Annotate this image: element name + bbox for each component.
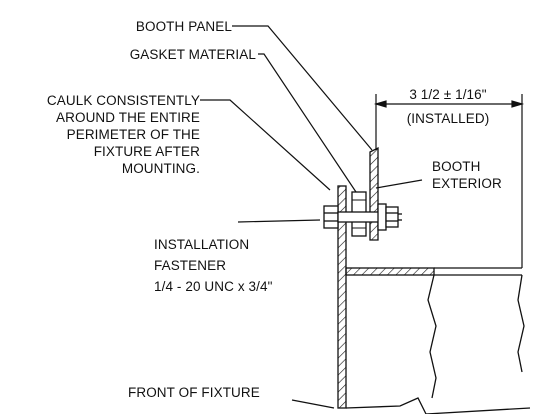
booth-exterior-line-2: EXTERIOR (432, 176, 502, 191)
dimension-markers (373, 94, 525, 268)
booth-panel-label: BOOTH PANEL (135, 19, 232, 34)
fastener-line-2: FASTENER (154, 258, 227, 273)
caulk-note-line-2: AROUND THE ENTIRE (56, 110, 200, 125)
fixture-body-outline (427, 274, 525, 399)
dimension-note-label: (INSTALLED) (406, 111, 490, 126)
caulk-note: CAULK CONSISTENTLY AROUND THE ENTIRE PER… (47, 92, 200, 177)
dimension-value-label: 3 1/2 ± 1/16" (409, 87, 487, 102)
fixture-front-wall (337, 185, 347, 409)
leader-lines (200, 25, 423, 409)
bottom-break-line (345, 397, 531, 414)
booth-panel-plate (369, 146, 379, 241)
booth-exterior-label: BOOTH EXTERIOR (432, 158, 502, 192)
installation-fastener (323, 203, 402, 231)
caulk-note-line-3: PERIMETER OF THE (66, 127, 200, 142)
gasket-material-label: GASKET MATERIAL (129, 47, 256, 62)
fastener-line-1: INSTALLATION (154, 237, 250, 252)
booth-exterior-line-1: BOOTH (432, 159, 481, 174)
caulk-note-line-1: CAULK CONSISTENTLY (46, 93, 200, 108)
fastener-label: INSTALLATION FASTENER 1/4 - 20 UNC x 3/4… (154, 234, 273, 297)
front-of-fixture-label: FRONT OF FIXTURE (128, 385, 260, 400)
fixture-top-plate (345, 267, 522, 276)
caulk-note-line-4: FIXTURE AFTER (93, 144, 200, 159)
fastener-line-3: 1/4 - 20 UNC x 3/4" (154, 279, 273, 294)
caulk-note-line-5: MOUNTING. (121, 161, 200, 176)
